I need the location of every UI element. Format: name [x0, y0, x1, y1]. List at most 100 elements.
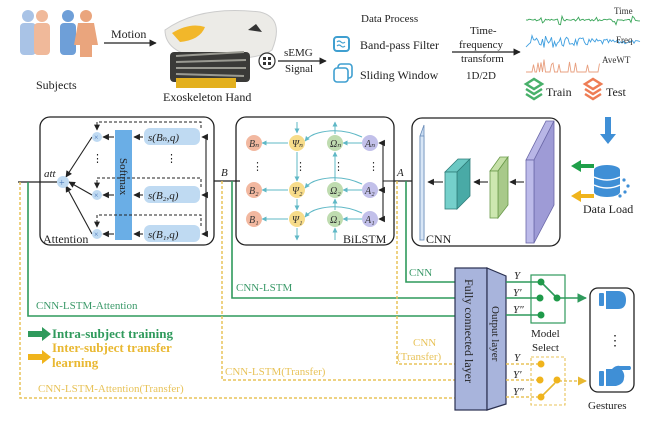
green-arrow-icon: [571, 160, 594, 172]
y-label-t3: Y″: [513, 386, 524, 398]
score-boxes: [144, 128, 200, 242]
model-select-label-1: Model: [531, 328, 560, 340]
softmax-block: [115, 130, 132, 240]
svg-text:⋮: ⋮: [295, 161, 306, 173]
model-select-switch-inter[interactable]: [530, 356, 566, 406]
omega-node: [327, 135, 343, 151]
tf-label-2: frequency: [459, 39, 503, 51]
psi-node: [289, 211, 305, 227]
b-node-label: B₁: [249, 215, 259, 226]
tf-dim-label: 1D/2D: [466, 70, 496, 82]
exoskeleton-label: Exoskeleton Hand: [163, 90, 251, 104]
sum-node: [57, 176, 69, 188]
a-node-label: A₁: [364, 215, 375, 226]
output-label: Output layer: [489, 306, 501, 362]
legend-green-arrow-icon: [28, 327, 51, 341]
y-label-3: Y″: [513, 304, 524, 316]
sliding-window-icon: [333, 63, 353, 83]
data-load-label: Data Load: [583, 202, 633, 216]
svg-text:⋮: ⋮: [252, 161, 263, 173]
y-label-t1: Y: [514, 352, 522, 364]
multiply-nodes: [92, 132, 102, 239]
svg-text:×: ×: [94, 230, 99, 239]
score-2: s(B₂,q): [148, 190, 179, 202]
cnn-title: CNN: [426, 232, 452, 246]
b-node-label: Bₙ: [249, 139, 259, 150]
path-label-cnn-lstm-attention-transfer: CNN-LSTM-Attention(Transfer): [38, 383, 184, 395]
path-label-cnn-lstm-transfer: CNN-LSTM(Transfer): [225, 366, 326, 378]
signal-label-time: Time: [614, 6, 633, 16]
intra-subject-paths: [27, 181, 455, 317]
inter-subject-paths: [19, 181, 455, 399]
svg-text:⋮: ⋮: [368, 161, 379, 173]
path-label-cnn-transfer-2: (Transfer): [397, 351, 442, 363]
omega-node-label: Ωₙ: [330, 139, 341, 150]
omega-node: [327, 182, 343, 198]
subjects-label: Subjects: [36, 78, 77, 92]
test-label: Test: [606, 85, 626, 99]
omega-node-label: Ω₁: [330, 215, 341, 226]
output-layer: [486, 267, 507, 411]
psi-node: [289, 182, 305, 198]
semg-label: sEMG: [284, 47, 313, 59]
svg-text:⋮: ⋮: [333, 161, 344, 173]
database-icon: [593, 165, 630, 198]
model-select-switch-intra[interactable]: [530, 274, 566, 324]
a-node: [362, 135, 378, 151]
gestures-box: [589, 287, 635, 393]
fist-gesture-icon: [599, 291, 626, 309]
b-node: [246, 182, 262, 198]
attention-title: Attention: [43, 232, 88, 246]
yellow-arrow-icon: [571, 190, 594, 202]
train-label: Train: [546, 85, 572, 99]
psi-node-label: Ψₙ: [292, 139, 303, 150]
score-1: s(B₁,q): [148, 229, 179, 241]
subjects-icon: [20, 10, 98, 57]
a-node-label: Aₙ: [364, 139, 375, 150]
svg-text:⋮: ⋮: [92, 153, 103, 165]
gestures-ellipsis: ⋮: [608, 334, 622, 349]
bilstm-title: BiLSTM: [343, 232, 387, 246]
legend-inter-2: learning: [52, 355, 99, 370]
svg-text:×: ×: [94, 133, 99, 142]
att-label: att: [44, 168, 57, 180]
svg-text:+: +: [59, 178, 65, 189]
down-arrow-icon: [600, 117, 616, 144]
a-node: [362, 182, 378, 198]
legend-yellow-arrow-icon: [28, 350, 51, 364]
path-label-cnn-lstm-attention: CNN-LSTM-Attention: [36, 300, 138, 312]
b-node: [246, 211, 262, 227]
legend-intra: Intra-subject training: [52, 326, 173, 341]
gestures-label: Gestures: [588, 400, 627, 412]
motion-label: Motion: [111, 27, 146, 41]
trace-freq: [525, 33, 641, 48]
psi-node-label: Ψ₁: [292, 215, 303, 226]
score-n: s(Bₙ,q): [148, 132, 179, 144]
path-label-cnn-lstm: CNN-LSTM: [236, 282, 292, 294]
a-node-label: A₂: [364, 186, 375, 197]
b-label: B: [221, 167, 228, 179]
svg-text:×: ×: [94, 191, 99, 200]
a-node: [362, 211, 378, 227]
legend-inter-1: Inter-subject transfer: [52, 340, 172, 355]
omega-node: [327, 211, 343, 227]
model-select-label-2: Select: [532, 342, 559, 354]
train-layers-icon: [523, 77, 545, 101]
softmax-label: Softmax: [117, 158, 129, 196]
tf-label-1: Time-: [470, 25, 497, 37]
pointing-gesture-icon: [599, 365, 631, 386]
y-label-1: Y: [514, 270, 522, 282]
b-node: [246, 135, 262, 151]
fc-label: Fully connected layer: [462, 279, 476, 383]
exoskeleton-hand-image: [164, 10, 277, 88]
a-label: A: [396, 167, 404, 179]
psi-node-label: Ψ₂: [292, 186, 303, 197]
signal-label-avewt: AveWT: [602, 55, 631, 65]
band-pass-filter-icon: [333, 36, 350, 52]
svg-text:⋮: ⋮: [166, 153, 177, 165]
sliding-window-label: Sliding Window: [360, 68, 439, 82]
test-layers-icon: [582, 77, 604, 101]
y-label-t2: Y′: [513, 369, 522, 381]
